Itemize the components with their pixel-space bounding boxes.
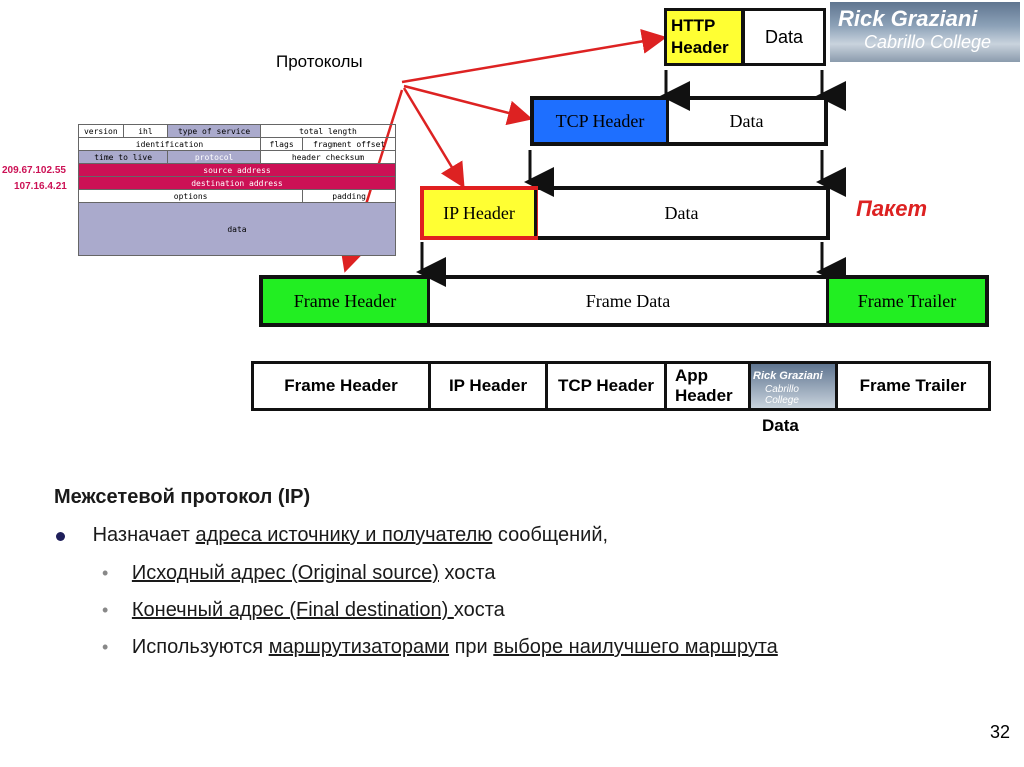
summary-ip-header: IP Header [431,364,548,408]
cell-data: data [78,202,396,256]
ip-header-box: IP Header [420,186,538,240]
summary-tcp-header: TCP Header [548,364,667,408]
ip-data-box: Data [534,190,826,236]
logo-line1: Rick Graziani [838,6,978,31]
http-header-box: HTTP Header [664,8,744,66]
cell-options: options [77,189,304,203]
packet-label: Пакет [856,196,928,221]
frame-header-box: Frame Header [263,279,430,323]
tcp-data-box: Data [729,110,764,131]
slide-number: 32 [990,722,1011,742]
arrow-to-http [401,29,667,84]
slide-heading: Межсетевой протокол (IP) [54,486,311,508]
cell-flags: flags [259,137,304,151]
cell-protocol: protocol [167,150,261,164]
http-data-box: Data [742,8,826,66]
source-ip-label: 209.67.102.55 [2,165,66,176]
cell-padding: padding [302,189,396,203]
summary-frame-trailer: Frame Trailer [859,376,967,395]
cell-destination-address: destination address [78,176,396,190]
frame-trailer-box: Frame Trailer [826,279,985,323]
sub-bullet-2: • Конечный адрес (Final destination) хос… [102,599,505,621]
cell-version: version [78,124,124,138]
summary-data-label: Data [762,416,799,435]
cell-fragment-offset: fragment offset [302,137,396,151]
frame-data-box: Frame Data [585,290,671,311]
protocols-label: Протоколы [276,52,363,71]
cell-tos: type of service [167,124,261,138]
sub-bullet-3: • Используются маршрутизаторами при выбо… [102,636,778,658]
summary-logo: Rick Graziani Cabrillo College [751,364,838,408]
bullet-dot [56,532,65,541]
sub-bullet-1: • Исходный адрес (Original source) хоста [102,562,496,584]
summary-app-header: App Header [667,364,751,408]
cell-ihl: ihl [122,124,169,138]
bullet-1: Назначает адреса источнику и получателю … [56,524,608,547]
cell-header-checksum: header checksum [259,150,397,164]
ip-layer: IP Header Data [420,186,830,240]
summary-frame-header: Frame Header [254,364,431,408]
tcp-layer: TCP Header Data [530,96,828,146]
cell-source-address: source address [78,163,396,177]
dest-ip-label: 107.16.4.21 [14,181,67,192]
logo-line2: Cabrillo College [864,32,992,52]
college-logo: Rick Graziani Cabrillo College [830,2,1020,62]
tcp-header-box: TCP Header [534,100,669,142]
summary-bar: Frame Header IP Header TCP Header App He… [251,361,991,411]
frame-layer: Frame Header Frame Data Frame Trailer [259,275,989,327]
arrow-to-ip [402,87,465,189]
cell-identification: identification [78,137,261,151]
cell-total-length: total length [259,124,397,138]
ip-header-table: version ihl type of service total length… [77,124,397,256]
cell-ttl: time to live [77,150,169,164]
arrow-to-tcp [403,84,533,126]
